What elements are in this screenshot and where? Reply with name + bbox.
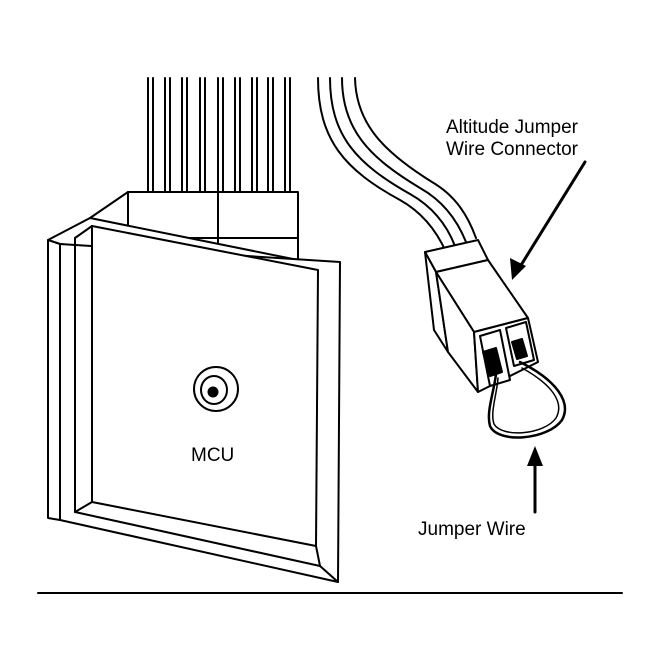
mcu-header-connector [89,191,299,261]
connector-wire-harness [317,77,477,253]
mcu-module [47,217,341,583]
altitude-connector-label-line1: Altitude Jumper [446,117,579,138]
altitude-arrow-head [510,258,526,280]
mcu-screw [193,366,239,412]
mcu-label: MCU [191,445,235,466]
jumper-arrow-head [527,446,543,466]
jumper-wire-label: Jumper Wire [418,519,526,540]
jumper-wire-loop [487,360,567,439]
mcu-wire-harness [147,77,291,197]
altitude-jumper-connector [424,239,539,393]
altitude-connector-label-line2: Wire Connector [446,139,578,160]
